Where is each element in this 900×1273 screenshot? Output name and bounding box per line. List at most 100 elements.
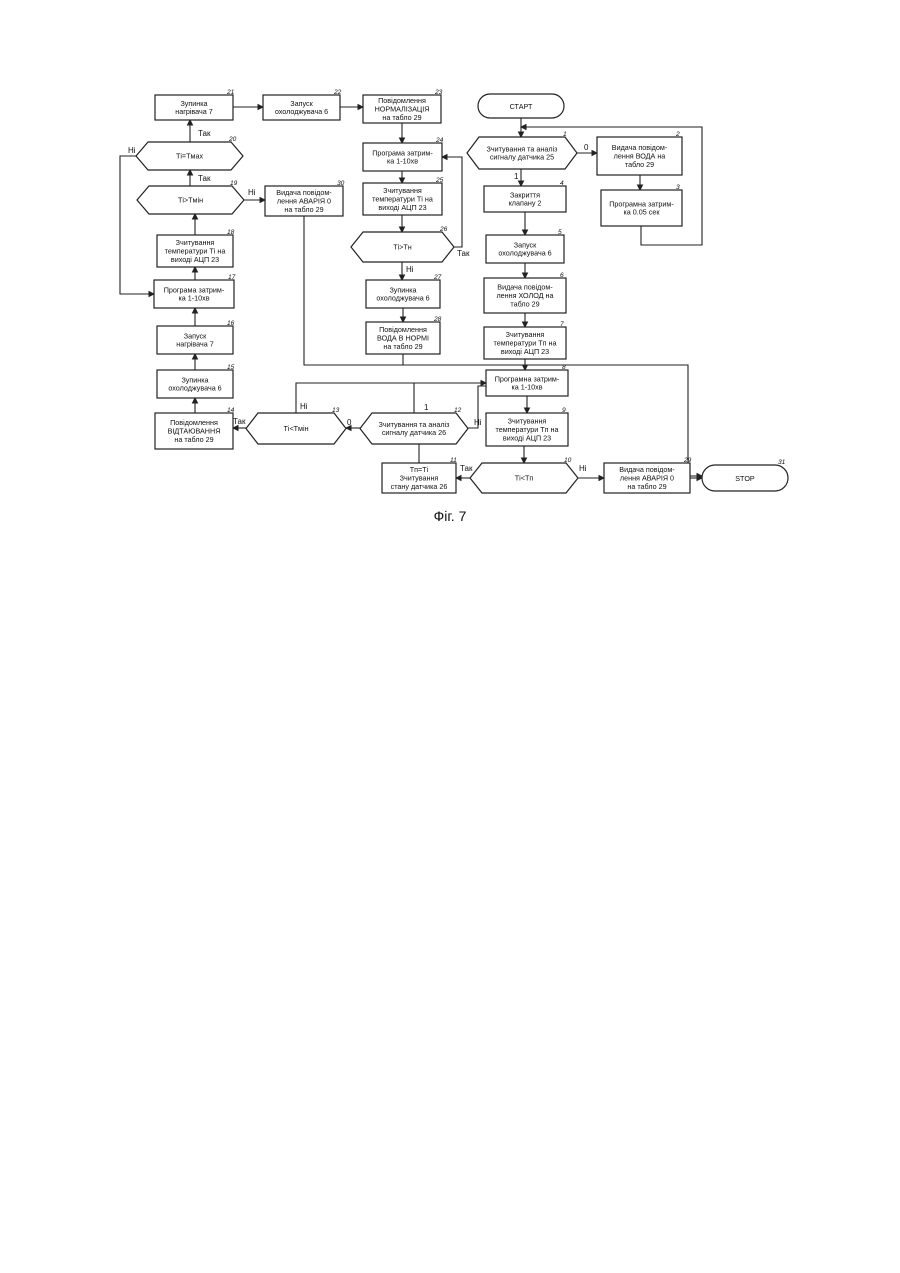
terminal-stop-label: STOP: [735, 474, 755, 483]
block-b18-number: 18: [227, 229, 235, 236]
block-b11-number: 11: [450, 457, 457, 464]
edge-label-one: 1: [424, 403, 429, 412]
block-b7-text-line: виході АЦП 23: [501, 347, 549, 356]
block-b7-number: 7: [560, 321, 564, 328]
block-b17-text-line: ка 1-10хв: [178, 294, 209, 303]
block-b15-number: 15: [227, 364, 235, 371]
block-b29-text-line: на табло 29: [627, 482, 666, 491]
block-b23: ПовідомленняНОРМАЛІЗАЦІЯна табло 2923: [363, 89, 443, 123]
block-b4-number: 4: [560, 180, 564, 187]
block-b7: Зчитуваннятемператури Tп навиході АЦП 23…: [484, 321, 566, 359]
edge-label-zero: 0: [584, 143, 589, 152]
edge-label-yes: Так: [460, 464, 473, 473]
decision-b13-text-line: Tі<Tмін: [283, 424, 308, 433]
edge-label-yes: Так: [198, 174, 211, 183]
block-b11: Tп=TіЗчитуваннястану датчика 2611: [382, 457, 457, 493]
block-b8: Програмна затрим-ка 1-10хв8: [486, 364, 568, 396]
block-b22-number: 22: [333, 89, 342, 96]
block-b9-number: 9: [562, 407, 566, 414]
block-b24-number: 24: [435, 137, 444, 144]
block-b22: Запускохолоджувача 622: [263, 89, 342, 120]
decision-b1: Зчитування та аналізсигналу датчика 251: [467, 131, 577, 169]
block-b16-number: 16: [227, 320, 235, 327]
block-b30-text-line: на табло 29: [284, 205, 323, 214]
figure-caption: Фіг. 7: [410, 508, 490, 524]
block-b6: Видача повідом-лення ХОЛОД натабло 296: [484, 272, 566, 313]
terminal-start: СТАРТ: [478, 94, 564, 118]
decision-b12-text-line: сигналу датчика 26: [382, 428, 446, 437]
edge-label-no: Ні: [579, 464, 587, 473]
block-b2-number: 2: [675, 131, 680, 138]
connector: [296, 383, 414, 413]
edge-label-no: Ні: [300, 402, 308, 411]
block-b22-text-line: охолоджувача 6: [275, 107, 328, 116]
decision-b13: Tі<Tмін 13: [246, 407, 346, 444]
block-b28-text-line: на табло 29: [383, 342, 422, 351]
block-b25-number: 25: [435, 177, 444, 184]
decision-b20-number: 20: [228, 136, 237, 143]
block-b25: Зчитуваннятемператури Tі навиході АЦП 23…: [363, 177, 444, 215]
block-b14: ПовідомленняВІДТАЮВАННЯна табло 2914: [155, 407, 235, 449]
block-b3-number: 3: [676, 184, 680, 191]
block-b15-text-line: охолоджувача 6: [168, 384, 221, 393]
block-b21: Зупинканагрівача 721: [155, 89, 235, 120]
block-b23-number: 23: [434, 89, 443, 96]
decision-b10-number: 10: [564, 457, 572, 464]
block-b24-text-line: ка 1-10хв: [387, 157, 418, 166]
block-b30: Видача повідом-лення АВАРІЯ 0на табло 29…: [265, 180, 345, 216]
block-b16: Запускнагрівача 716: [157, 320, 235, 354]
edge-label-zero: 0: [347, 418, 352, 427]
decision-b1-text-line: сигналу датчика 25: [490, 153, 554, 162]
decision-b19-number: 19: [230, 180, 238, 187]
block-b2-text-line: табло 29: [625, 160, 654, 169]
terminal-stop: STOP31: [702, 459, 788, 491]
block-b27: Зупинкаохолоджувача 627: [366, 274, 442, 308]
block-b3-text-line: ка 0.05 сек: [623, 208, 660, 217]
terminal-start-label: СТАРТ: [510, 102, 533, 111]
decision-b20-text-line: Tі=Tмах: [176, 152, 204, 161]
connector: [120, 156, 154, 294]
block-b21-text-line: нагрівача 7: [175, 107, 213, 116]
block-b18: Зчитуваннятемператури Tі навиході АЦП 23…: [157, 229, 235, 267]
decision-b1-number: 1: [563, 131, 567, 138]
decision-b26: Tі>Tн 26: [351, 226, 454, 262]
decision-b12: Зчитування та аналізсигналу датчика 2612: [360, 407, 468, 444]
decision-b12-number: 12: [454, 407, 462, 414]
block-b8-text-line: ка 1-10хв: [511, 383, 542, 392]
edge-label-yes: Так: [457, 249, 470, 258]
block-b5-text-line: охолоджувача 6: [498, 249, 551, 258]
block-b27-text-line: охолоджувача 6: [376, 294, 429, 303]
block-b17-number: 17: [228, 274, 236, 281]
edge-label-yes: Так: [233, 417, 246, 426]
block-b29-number: 29: [683, 457, 692, 464]
block-b6-text-line: табло 29: [510, 299, 539, 308]
block-b24: Програма затрим-ка 1-10хв24: [363, 137, 444, 171]
block-b5-number: 5: [558, 229, 562, 236]
block-b25-text-line: виході АЦП 23: [378, 203, 426, 212]
edge-label-no: Ні: [128, 146, 136, 155]
block-b27-number: 27: [433, 274, 442, 281]
block-b18-text-line: виході АЦП 23: [171, 255, 219, 264]
block-b6-number: 6: [560, 272, 564, 279]
decision-b26-number: 26: [439, 226, 448, 233]
block-b29: Видача повідом-лення АВАРІЯ 0на табло 29…: [604, 457, 692, 493]
edge-label-one: 1: [514, 172, 519, 181]
block-b9-text-line: виході АЦП 23: [503, 433, 551, 442]
edge-label-no: Ні: [248, 188, 256, 197]
decision-b13-number: 13: [332, 407, 340, 414]
block-b14-number: 14: [227, 407, 235, 414]
block-b4-text-line: клапану 2: [509, 199, 542, 208]
edge-label-no: Ні: [474, 418, 482, 427]
decision-b10: Tі<Tп10: [470, 457, 578, 493]
block-b8-number: 8: [562, 364, 566, 371]
block-b28: ПовідомленняВОДА В НОРМІна табло 2928: [366, 316, 442, 354]
block-b28-number: 28: [433, 316, 442, 323]
decision-b26-text-line: Tі>Tн: [393, 243, 412, 252]
block-b4: Закриттяклапану 24: [484, 180, 566, 212]
connector: [442, 157, 462, 247]
block-b3: Програмна затрим-ка 0.05 сек3: [601, 184, 682, 226]
block-b2: Видача повідом-лення ВОДА натабло 292: [597, 131, 682, 175]
block-b11-text-line: стану датчика 26: [391, 482, 448, 491]
block-b23-text-line: на табло 29: [382, 113, 421, 122]
